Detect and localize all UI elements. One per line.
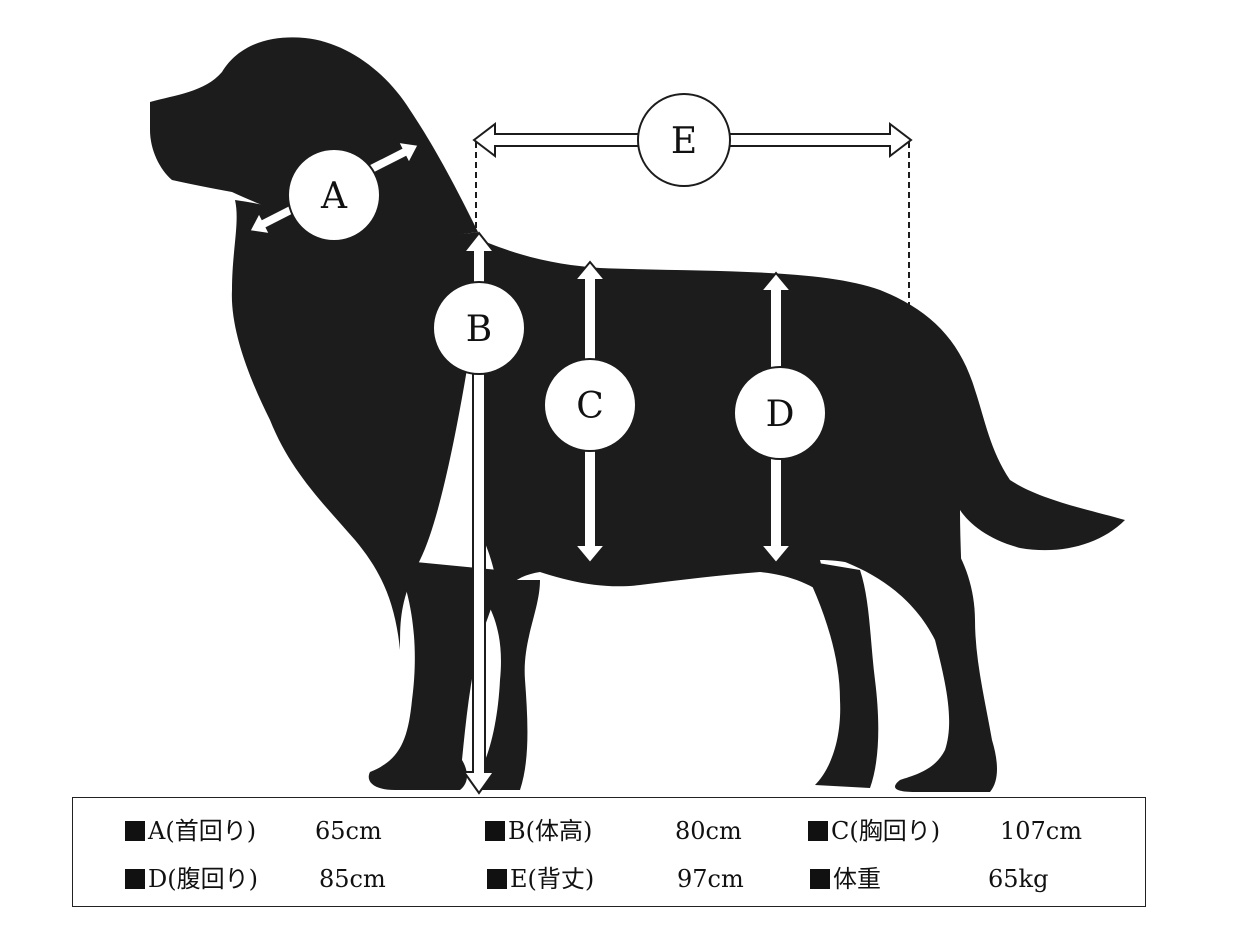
- spec-c-value: 107cm: [1000, 817, 1083, 845]
- spec-d-name: D(腹回り): [148, 865, 258, 893]
- label-b: B: [466, 309, 492, 350]
- spec-a-value: 65cm: [315, 817, 382, 845]
- label-d: D: [766, 394, 795, 435]
- spec-d: D(腹回り) 85cm: [125, 864, 386, 894]
- spec-b-value: 80cm: [675, 817, 742, 845]
- measurement-table: A(首回り) 65cm B(体高) 80cm C(胸回り) 107cm D(腹回…: [72, 797, 1146, 907]
- square-bullet-icon: [125, 821, 145, 841]
- square-bullet-icon: [485, 821, 505, 841]
- spec-c: C(胸回り) 107cm: [808, 816, 1082, 846]
- spec-weight-name: 体重: [833, 865, 881, 893]
- label-circle-d: [733, 366, 827, 460]
- spec-e-value: 97cm: [677, 865, 744, 893]
- label-circles: [287, 93, 827, 460]
- arrow-b: [461, 231, 497, 795]
- spec-weight-value: 65kg: [988, 865, 1049, 893]
- label-e: E: [671, 121, 697, 162]
- spec-b: B(体高) 80cm: [485, 816, 742, 846]
- spec-e: E(背丈) 97cm: [487, 864, 744, 894]
- label-c: C: [576, 386, 604, 427]
- spec-weight: 体重 65kg: [810, 864, 1048, 894]
- label-a: A: [320, 176, 348, 217]
- spec-e-name: E(背丈): [510, 865, 595, 893]
- spec-c-name: C(胸回り): [831, 817, 941, 845]
- label-circle-a: [287, 148, 381, 242]
- spec-b-name: B(体高): [508, 817, 593, 845]
- spec-d-value: 85cm: [319, 865, 386, 893]
- label-circle-b: [432, 281, 526, 375]
- square-bullet-icon: [487, 869, 507, 889]
- label-circle-c: [543, 358, 637, 452]
- dog-silhouette: [150, 37, 1125, 792]
- square-bullet-icon: [125, 869, 145, 889]
- back-length-guides: [475, 142, 910, 326]
- square-bullet-icon: [808, 821, 828, 841]
- spec-a: A(首回り) 65cm: [125, 816, 382, 846]
- square-bullet-icon: [810, 869, 830, 889]
- label-letters: A B C D E: [320, 121, 794, 435]
- spec-a-name: A(首回り): [148, 817, 257, 845]
- label-circle-e: [637, 93, 731, 187]
